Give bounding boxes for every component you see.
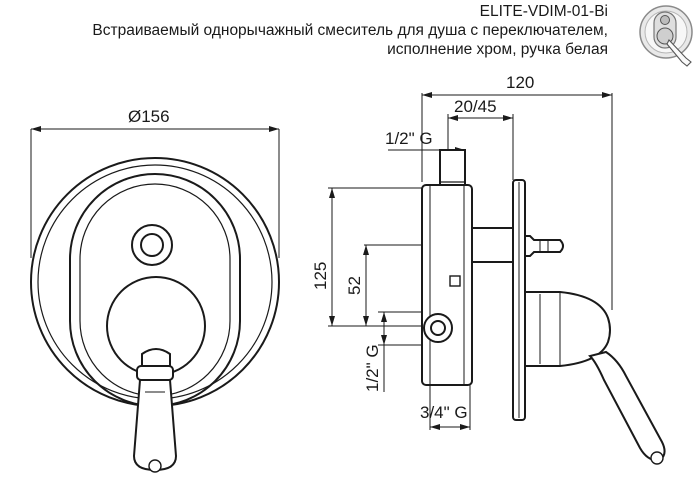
side-outlet-ring	[423, 313, 453, 343]
depth-total-label: 120	[506, 73, 534, 92]
diameter-label: Ø156	[128, 107, 170, 126]
front-view	[30, 126, 280, 473]
product-description-line-1: Встраиваемый однорычажный смеситель для …	[92, 22, 608, 39]
diameter-arrow-right	[269, 126, 279, 132]
diverter-knob-inner	[140, 233, 164, 257]
diverter-knob-side	[513, 235, 564, 257]
body-lug	[449, 275, 461, 287]
diverter-knob-outer	[131, 224, 173, 266]
diameter-arrow-left	[31, 126, 41, 132]
side-lever-handle	[588, 350, 666, 462]
lever-handle-body	[132, 379, 178, 472]
side-view	[328, 92, 666, 465]
lever-collar	[136, 365, 174, 381]
lever-tip	[148, 459, 162, 473]
depth-body-label: 20/45	[454, 97, 497, 116]
thread-top-label: 1/2" G	[385, 129, 433, 148]
cartridge-outer	[106, 276, 206, 376]
thread-side-label: 1/2" G	[363, 344, 382, 392]
cartridge-cover	[524, 291, 611, 367]
product-description-line-2: исполнение хром, ручка белая	[387, 41, 608, 58]
product-thumbnail-image	[639, 5, 693, 67]
model-code: ELITE-VDIM-01-Bi	[479, 3, 608, 20]
escutcheon-inner	[79, 183, 231, 397]
diverter-spindle	[471, 227, 515, 263]
cover-plate-inner	[37, 164, 273, 400]
height-total-label: 125	[311, 262, 330, 290]
thread-bottom-label: 3/4" G	[420, 403, 468, 422]
side-lever-tip	[650, 451, 664, 465]
height-offset-label: 52	[345, 276, 364, 295]
lever-stem	[141, 348, 171, 368]
